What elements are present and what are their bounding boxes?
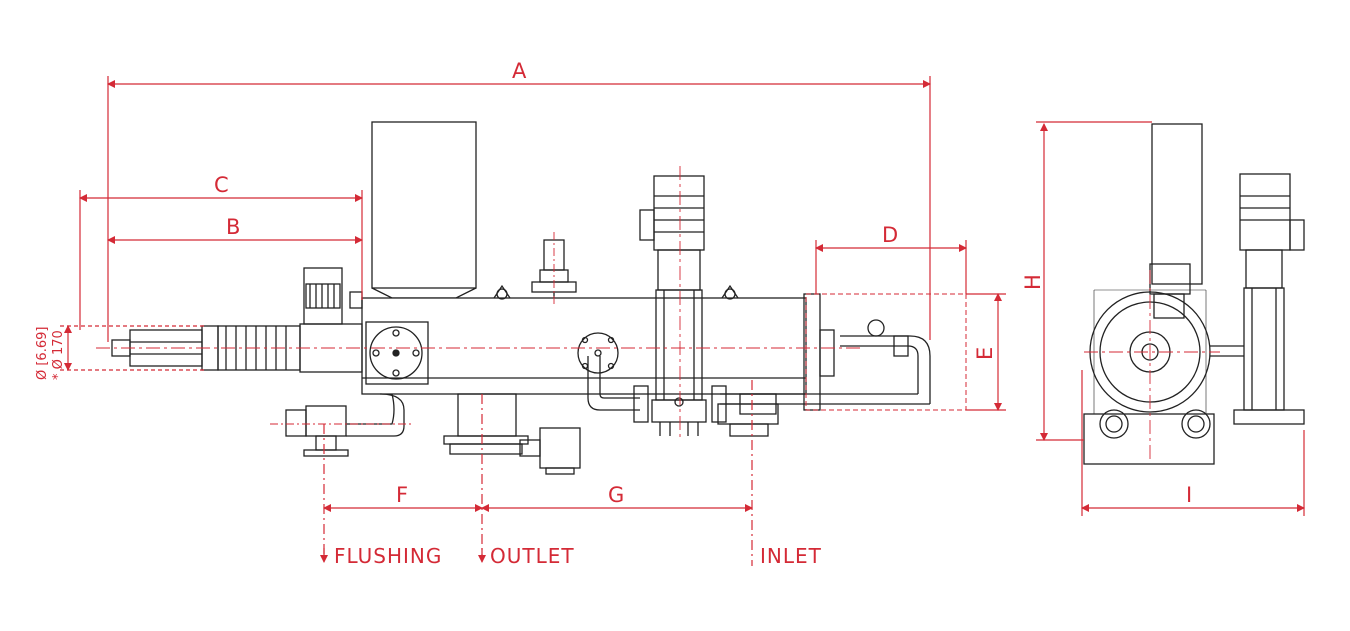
port-label-flushing: FLUSHING — [334, 544, 442, 568]
dimension-label-h: H — [1021, 274, 1045, 290]
port-label-outlet: OUTLET — [490, 544, 575, 568]
pressure-gauge — [867, 319, 885, 337]
dimension-label-f: F — [396, 483, 408, 507]
pump-motor — [653, 175, 705, 251]
port-label-inlet: INLET — [760, 544, 822, 568]
flange-left — [369, 326, 423, 380]
dimension-label-i: I — [1186, 483, 1192, 507]
dimension-label-d: D — [882, 223, 898, 247]
dimension-lines — [60, 76, 1305, 566]
dimension-label-a: A — [512, 59, 527, 83]
flushing-valve — [305, 405, 347, 437]
flange-mid — [577, 332, 619, 374]
dimension-label-e: E — [973, 347, 997, 360]
flushing-valve-actuator — [539, 427, 581, 469]
diameter-mm-label: * Ø 170 — [51, 330, 66, 380]
front-cabinet — [1151, 123, 1203, 285]
diameter-inch-label: Ø [6.69] — [35, 327, 50, 380]
outlet-pipe — [457, 393, 517, 437]
front-view-equipment — [1083, 123, 1305, 465]
control-cabinet — [371, 121, 477, 289]
dimension-label-g: G — [608, 483, 624, 507]
dimension-label-b: B — [226, 215, 240, 239]
dimension-label-c: C — [214, 173, 229, 197]
side-view-equipment — [111, 121, 967, 475]
